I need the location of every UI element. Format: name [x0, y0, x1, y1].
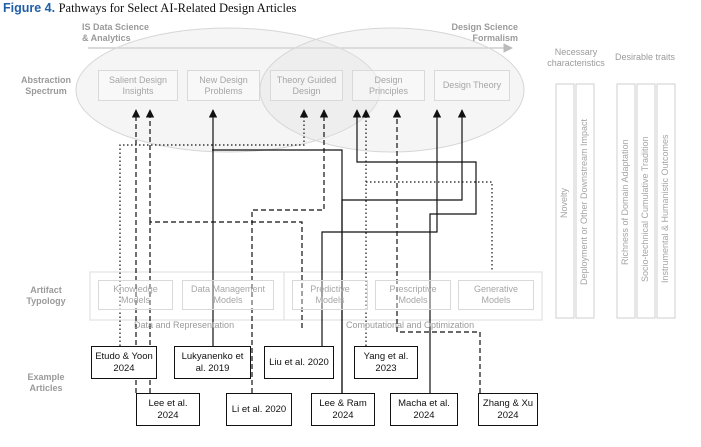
computational-band: [283, 271, 543, 321]
article-li-2020: Li et al. 2020: [226, 393, 292, 426]
sociotechnical-column: [636, 83, 656, 319]
richness-domain-label: Richness of Domain Adaptation: [620, 139, 630, 265]
prescriptive-models-box: Prescriptive Models: [375, 280, 451, 310]
deployment-impact-label: Deployment or Other Downstream Impact: [579, 118, 589, 285]
article-yang-2023: Yang et al. 2023: [354, 346, 418, 379]
design-science-label: Design Science Formalism: [451, 22, 518, 44]
sociotechnical-label: Socio-technical Cumulative Tradition: [640, 136, 650, 282]
design-principles-box: Design Principles: [352, 70, 425, 101]
data-representation-label: Data and Representation: [134, 320, 235, 330]
article-macha: Macha et al. 2024: [390, 393, 458, 426]
desirable-traits-title: Desirable traits: [615, 52, 676, 62]
instrumental-column: [656, 83, 676, 319]
pathway-macha: [352, 109, 477, 393]
predictive-models-box: Predictive Models: [292, 280, 368, 310]
figure-title: Figure 4. Pathways for Select AI-Related…: [3, 1, 296, 16]
data-science-label: IS Data Science & Analytics: [82, 22, 150, 44]
example-articles-label: Example Articles: [27, 372, 65, 394]
generative-models-box: Generative Models: [458, 280, 534, 310]
pathway-yang-branch: [366, 181, 493, 272]
figure-number: Figure 4.: [3, 1, 56, 15]
richness-column: [616, 83, 636, 319]
article-lukyanenko: Lukyanenko et al. 2019: [174, 346, 251, 379]
pathway-li-2020: [251, 109, 329, 393]
knowledge-models-box: Knowledge Models: [98, 280, 173, 310]
salient-design-insights-box: Salient Design Insights: [98, 70, 178, 101]
computational-optimization-label: Computational and Optimization: [346, 320, 475, 330]
theory-guided-design-box: Theory Guided Design: [270, 70, 343, 101]
article-zhang-xu: Zhang & Xu 2024: [478, 393, 538, 426]
article-lee-2024: Lee et al. 2024: [136, 393, 200, 426]
article-etudo-yoon: Etudo & Yoon 2024: [91, 346, 157, 379]
new-design-problems-box: New Design Problems: [187, 70, 260, 101]
novelty-column: [555, 83, 575, 319]
abstraction-spectrum-label: Abstraction Spectrum: [20, 75, 71, 97]
article-lee-ram: Lee & Ram 2024: [311, 393, 375, 426]
data-management-models-box: Data Management Models: [182, 280, 274, 310]
pathway-liu-2020: [321, 109, 442, 346]
pathway-etudo-yoon: [119, 109, 309, 346]
novelty-label: Novelty: [559, 187, 569, 218]
deployment-column: [575, 83, 595, 319]
instrumental-humanistic-label: Instrumental & Humanistic Outcomes: [660, 134, 670, 283]
pathway-lee-2024-branch: [149, 221, 303, 393]
article-liu-2020: Liu et al. 2020: [264, 346, 334, 379]
pathway-lee-ram-b: [341, 109, 467, 393]
artifact-typology-label: Artifact Typology: [26, 285, 66, 307]
design-theory-box: Design Theory: [434, 70, 510, 101]
figure-caption: Pathways for Select AI-Related Design Ar…: [58, 1, 297, 15]
design-science-ellipse: [259, 27, 525, 153]
necessary-characteristics-title: Necessary characteristics: [547, 47, 605, 69]
